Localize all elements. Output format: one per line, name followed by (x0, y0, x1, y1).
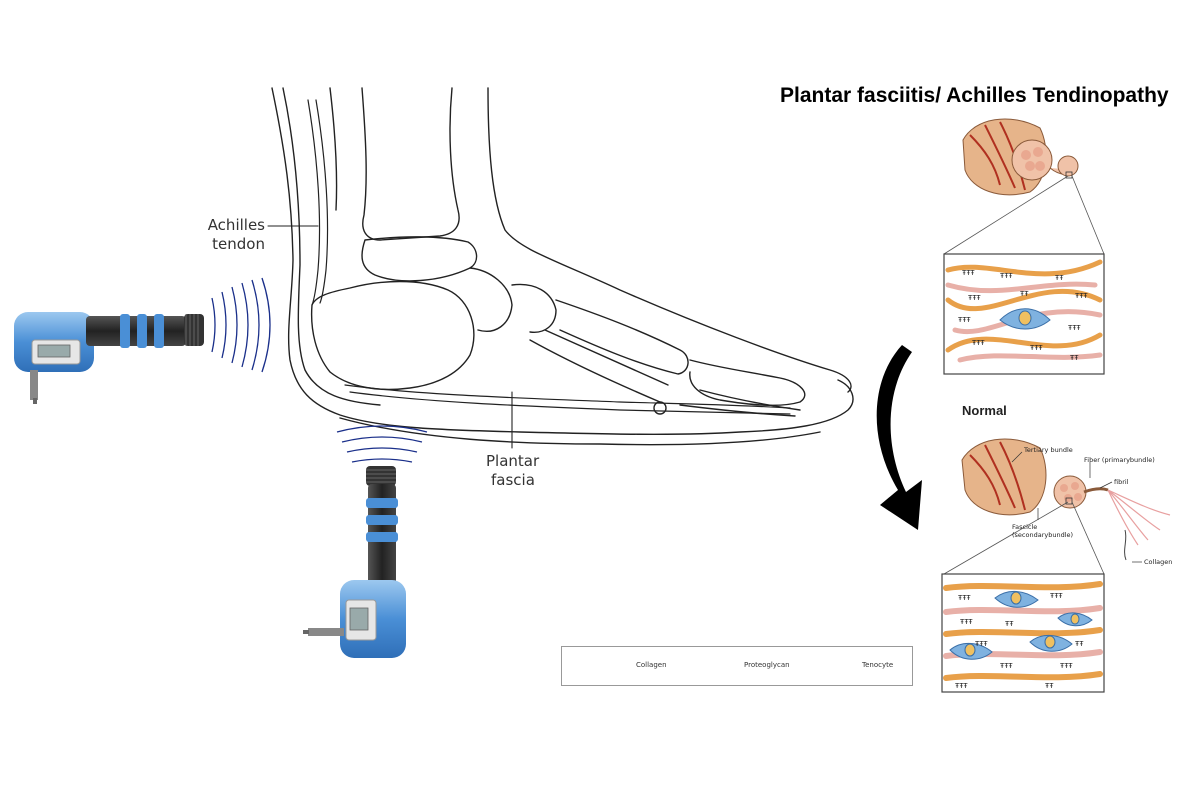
svg-text:ŦŦŦ: ŦŦŦ (968, 294, 981, 302)
shockwave-device-vertical (303, 466, 406, 658)
svg-text:ŦŦŦ: ŦŦŦ (958, 316, 971, 324)
svg-text:ŦŦŦ: ŦŦŦ (962, 269, 975, 277)
metatarsal-2 (544, 329, 669, 386)
shockwave-arcs-vertical (336, 425, 428, 463)
svg-text:ŦŦŦ: ŦŦŦ (960, 618, 973, 626)
svg-text:ŦŦ: ŦŦ (1020, 290, 1029, 298)
svg-text:ŦŦ: ŦŦ (1070, 354, 1079, 362)
foot-illustration (267, 87, 854, 449)
svg-text:ŦŦŦ: ŦŦŦ (1050, 592, 1063, 600)
leg-back-outline (271, 87, 854, 436)
legend-proteoglycan-label: Proteoglycan (744, 661, 790, 669)
svg-text:ŦŦŦ: ŦŦŦ (975, 640, 988, 648)
achilles-tendon (307, 99, 321, 306)
fibula (329, 87, 338, 211)
plantar-label-line1: Plantar (486, 452, 540, 470)
svg-text:ŦŦŦ: ŦŦŦ (1000, 272, 1013, 280)
svg-text:ŦŦ: ŦŦ (1045, 682, 1054, 690)
normal-tendon-3d (943, 438, 1171, 575)
talus (361, 236, 478, 282)
svg-text:ŦŦŦ: ŦŦŦ (1030, 344, 1043, 352)
svg-text:ŦŦŦ: ŦŦŦ (1068, 324, 1081, 332)
legend-collagen-label: Collagen (636, 661, 667, 669)
heel-skin-line (282, 87, 381, 406)
metatarsal-1 (555, 299, 689, 375)
calcaneus (310, 280, 475, 391)
fascicle-label-line1: Fascicle (1012, 523, 1038, 531)
legend-tenocyte-label: Tenocyte (862, 661, 894, 669)
tibia (361, 87, 460, 241)
shockwave-device-horizontal (14, 312, 204, 404)
sole-outline (339, 417, 821, 446)
svg-text:ŦŦŦ: ŦŦŦ (1075, 292, 1088, 300)
phalanges (689, 359, 806, 407)
legend: Collagen Proteoglycan Tenocyte (561, 646, 913, 686)
cuneiform (511, 283, 557, 333)
svg-text:ŦŦŦ: ŦŦŦ (1060, 662, 1073, 670)
tertiary-bundle-label: Tertiary bundle (1024, 446, 1073, 454)
diagram-title: Plantar fasciitis/ Achilles Tendinopathy (780, 84, 1169, 107)
progression-arrow (876, 345, 922, 530)
svg-text:ŦŦŦ: ŦŦŦ (1000, 662, 1013, 670)
normal-label: Normal (962, 403, 1007, 418)
metatarsal-3 (529, 339, 661, 403)
achilles-label-line1: Achilles (207, 216, 265, 234)
svg-text:ŦŦ: ŦŦ (1055, 274, 1064, 282)
svg-text:ŦŦŦ: ŦŦŦ (955, 682, 968, 690)
fascicle-label-line2: (secondarybundle) (1012, 531, 1074, 539)
shockwave-arcs-horizontal (211, 277, 271, 373)
pathologic-tendon-3d (943, 118, 1105, 255)
fibril-label: fibril (1114, 478, 1129, 486)
navicular (469, 267, 513, 332)
plantar-label-line2: fascia (491, 471, 535, 489)
svg-text:ŦŦŦ: ŦŦŦ (972, 339, 985, 347)
svg-text:ŦŦ: ŦŦ (1005, 620, 1014, 628)
svg-text:ŦŦ: ŦŦ (1075, 640, 1084, 648)
collagen-diagram-label: Collagen (1144, 558, 1173, 566)
plantar-fascia (344, 384, 791, 409)
leg-front-outline (487, 87, 852, 393)
svg-text:ŦŦŦ: ŦŦŦ (958, 594, 971, 602)
fiber-label: Fiber (primarybundle) (1084, 456, 1155, 464)
achilles-label-line2: tendon (212, 235, 265, 253)
